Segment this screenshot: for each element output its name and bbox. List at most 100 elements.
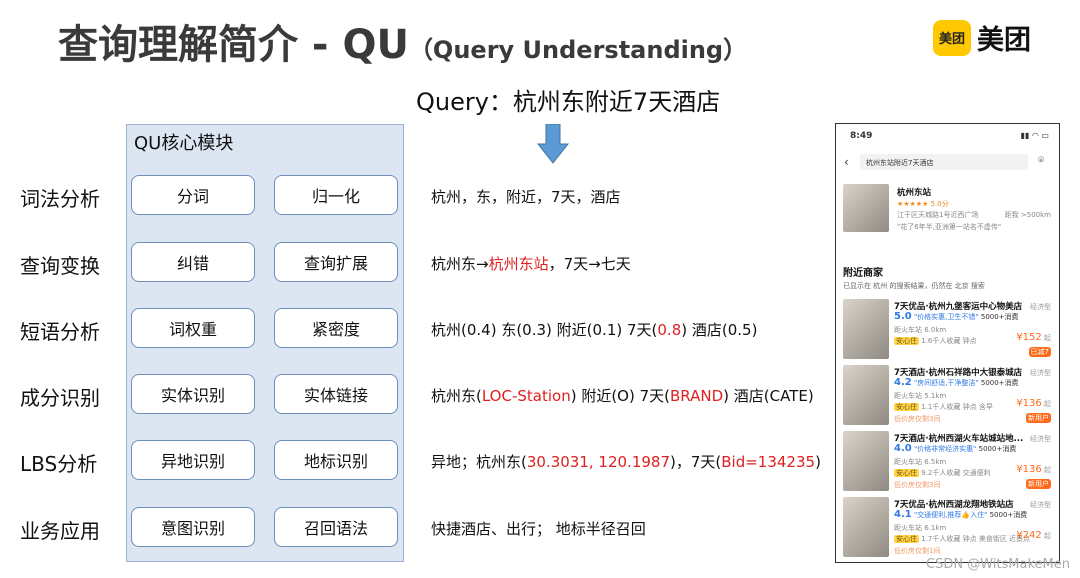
poi-name[interactable]: 杭州东站	[897, 188, 932, 198]
example-segment: 快捷酒店、出行； 地标半径召回	[431, 520, 646, 538]
row-label: 短语分析	[20, 320, 100, 344]
discount-badge: 已减7	[1028, 347, 1051, 357]
hotel-image[interactable]	[843, 431, 889, 491]
discount-badge: 新用户	[1026, 413, 1051, 423]
hotel-sales: 5000+消费	[989, 511, 1028, 519]
module-button[interactable]: 异地识别	[131, 440, 255, 480]
location-notice[interactable]: 已显示在 杭州 的搜索结果，仍然在 北京 搜索	[843, 282, 985, 290]
hotel-image[interactable]	[843, 365, 889, 425]
hotel-comment: "价格实惠,卫生不错"	[913, 313, 979, 321]
example-segment: ) 酒店(CATE)	[723, 387, 814, 405]
row-label: 词法分析	[20, 187, 100, 211]
row-label: LBS分析	[20, 452, 98, 476]
example-segment: 杭州东(	[431, 387, 482, 405]
logo-badge: 美团	[933, 19, 971, 56]
module-button[interactable]: 实体链接	[274, 374, 398, 414]
status-time: 8:49	[850, 131, 873, 141]
title-text: 查询理解简介 - QU	[58, 22, 409, 68]
row-label: 成分识别	[20, 386, 100, 410]
hotel-distance: 距火车站 6.5km	[894, 458, 947, 466]
example-segment: 杭州，东，附近，7天，酒店	[431, 188, 621, 206]
example-segment: ) 附近(O) 7天(	[570, 387, 670, 405]
example-segment: ) 酒店(0.5)	[681, 321, 758, 339]
phone-screenshot: 8:49 ▮▮ ◠ ▭ ‹ 杭州东站附近7天酒店 ⌾ 杭州东站 ★★★★★ 5.…	[835, 123, 1060, 563]
example-segment: 异地；杭州东(	[431, 453, 527, 471]
nearby-section-title: 附近商家	[843, 268, 883, 279]
hotel-score-line: 5.0 "价格实惠,卫生不错" 5000+消费	[894, 311, 1019, 322]
hotel-price: ¥136	[1016, 398, 1042, 409]
hotel-score: 4.0	[894, 443, 912, 454]
example-segment: 0.8	[657, 321, 682, 339]
hotel-name[interactable]: 7天优品·杭州西湖龙翔地铁站店	[894, 500, 1014, 510]
module-button[interactable]: 地标识别	[274, 440, 398, 480]
example-segment: 杭州东→	[431, 255, 489, 273]
price-suffix: 起	[1044, 466, 1051, 474]
hotel-score-line: 4.0 "价格非常经济实惠" 5000+消费	[894, 443, 1016, 454]
title-subtitle: （Query Understanding）	[408, 36, 748, 64]
example-segment: ，7天→七天	[548, 255, 631, 273]
row-example: 杭州，东，附近，7天，酒店	[431, 186, 621, 207]
example-segment: )	[815, 453, 821, 471]
hotel-name[interactable]: 7天酒店·杭州石祥路中大银泰城店	[894, 368, 1023, 378]
hotel-tags: 安心住 9.2千人收藏 交通便利	[894, 468, 991, 478]
hotel-price-line: ¥136 起	[1016, 398, 1051, 409]
low-price-notice: 低价房仅剩3间	[894, 415, 941, 423]
hotel-sales: 5000+消费	[978, 445, 1017, 453]
hotel-sales: 5000+消费	[980, 313, 1019, 321]
safe-stay-tag: 安心住	[894, 469, 919, 477]
hotel-price-line: ¥242 起	[1016, 530, 1051, 541]
hotel-image[interactable]	[843, 497, 889, 557]
discount-badge: 新用户	[1026, 479, 1051, 489]
hotel-info: 1.1千人收藏 钟点 含早	[921, 403, 993, 411]
module-button[interactable]: 查询扩展	[274, 242, 398, 282]
example-segment: 杭州东站	[488, 255, 549, 273]
hotel-price-line: ¥152 起	[1016, 332, 1051, 343]
low-price-notice: 低价房仅剩3间	[894, 481, 941, 489]
safe-stay-tag: 安心住	[894, 535, 919, 543]
module-button[interactable]: 纠错	[131, 242, 255, 282]
hotel-score: 5.0	[894, 311, 912, 322]
row-example: 快捷酒店、出行； 地标半径召回	[431, 518, 646, 539]
hotel-distance: 距火车站 5.1km	[894, 392, 947, 400]
poi-image	[843, 184, 889, 232]
example-segment: LOC-Station	[481, 387, 571, 405]
hotel-type: 经济型	[1030, 303, 1051, 311]
search-input[interactable]: 杭州东站附近7天酒店	[860, 154, 1028, 170]
module-button[interactable]: 召回语法	[274, 507, 398, 547]
hotel-price: ¥136	[1016, 464, 1042, 475]
module-button[interactable]: 分词	[131, 175, 255, 215]
down-arrow-icon	[537, 124, 569, 164]
module-button[interactable]: 归一化	[274, 175, 398, 215]
hotel-distance: 距火车站 6.1km	[894, 524, 947, 532]
hotel-name[interactable]: 7天酒店·杭州西湖火车站城站地...	[894, 434, 1024, 444]
panel-title: QU核心模块	[134, 133, 234, 154]
price-suffix: 起	[1044, 532, 1051, 540]
module-button[interactable]: 紧密度	[274, 308, 398, 348]
example-segment: Bid=134235	[721, 453, 816, 471]
module-button[interactable]: 实体识别	[131, 374, 255, 414]
module-button[interactable]: 意图识别	[131, 507, 255, 547]
hotel-name[interactable]: 7天优品·杭州九堡客运中心物美店	[894, 302, 1023, 312]
poi-distance: 距我 >500km	[1004, 211, 1051, 219]
hotel-type: 经济型	[1030, 369, 1051, 377]
row-example: 杭州东(LOC-Station) 附近(O) 7天(BRAND) 酒店(CATE…	[431, 385, 814, 406]
poi-rating: ★★★★★ 5.0分	[897, 200, 949, 208]
hotel-image[interactable]	[843, 299, 889, 359]
logo-text: 美团	[977, 25, 1031, 56]
hotel-type: 经济型	[1030, 501, 1051, 509]
hotel-comment: "交通便利,推荐👍入住"	[913, 511, 988, 519]
row-example: 异地；杭州东(30.3031, 120.1987)，7天(Bid=134235)	[431, 451, 821, 472]
hotel-info: 9.2千人收藏 交通便利	[921, 469, 991, 477]
hotel-tags: 安心住 1.1千人收藏 钟点 含早	[894, 402, 993, 412]
map-pin-icon[interactable]: ⌾	[1038, 155, 1044, 166]
row-label: 业务应用	[20, 519, 100, 543]
module-button[interactable]: 词权重	[131, 308, 255, 348]
back-icon[interactable]: ‹	[844, 155, 849, 169]
example-segment: 30.3031, 120.1987	[526, 453, 670, 471]
safe-stay-tag: 安心住	[894, 337, 919, 345]
hotel-info: 1.6千人收藏 钟点	[921, 337, 977, 345]
low-price-notice: 低价房仅剩1间	[894, 547, 941, 555]
row-example: 杭州东→杭州东站，7天→七天	[431, 253, 631, 274]
status-icons: ▮▮ ◠ ▭	[1020, 131, 1049, 140]
hotel-score-line: 4.2 "房间舒适,干净整洁" 5000+消费	[894, 377, 1019, 388]
